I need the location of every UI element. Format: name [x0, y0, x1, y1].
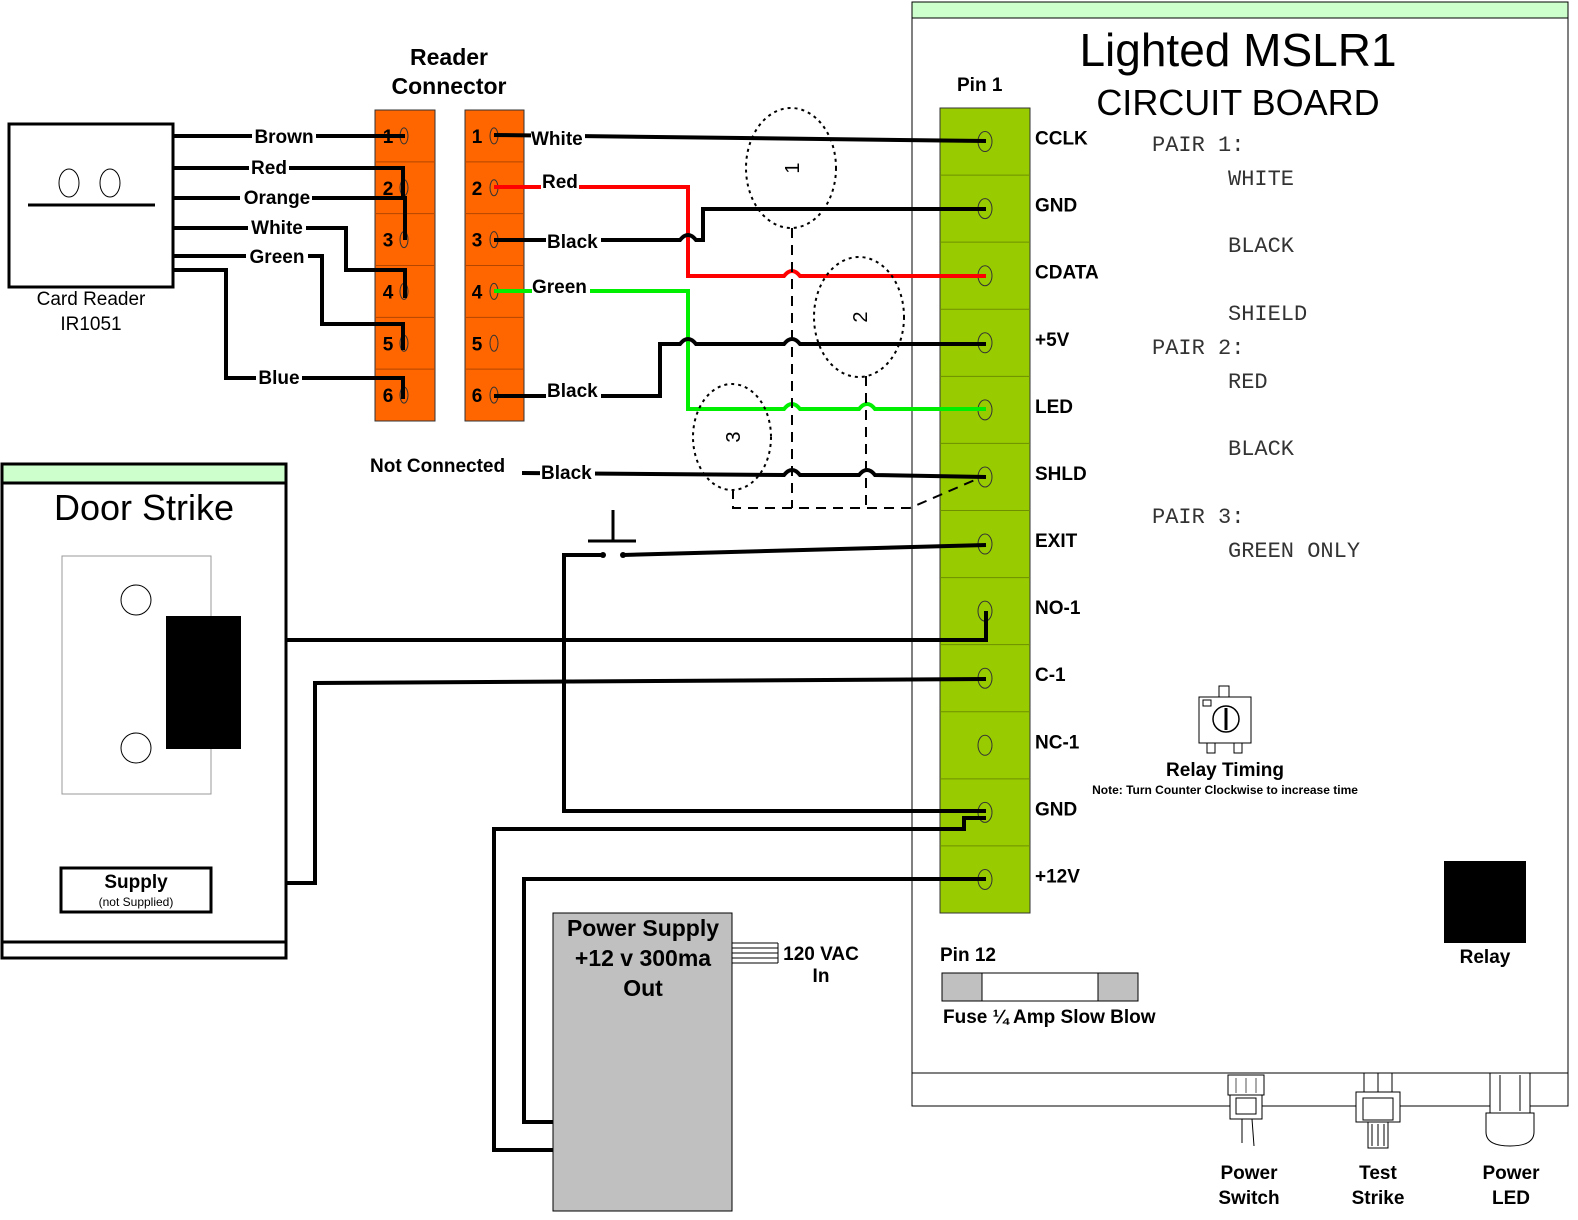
wire-label-brown: Brown — [254, 127, 313, 148]
wire-label-blue: Blue — [258, 368, 299, 389]
terminal-label: NO-1 — [1035, 598, 1081, 619]
connector-left-pin: 6 — [383, 386, 394, 407]
wire-label-white-out: White — [531, 129, 583, 150]
relay-block — [1444, 861, 1526, 943]
terminal-label: CCLK — [1035, 129, 1088, 150]
wire-label-orange: Orange — [244, 188, 311, 209]
card-reader: Card Reader IR1051 — [7, 122, 175, 335]
pair-marker-3: 3 — [723, 431, 745, 442]
fuse-label: Fuse ¼ Amp Slow Blow — [943, 1007, 1156, 1028]
connector-title-2: Connector — [392, 73, 507, 99]
power-supply: Power Supply +12 v 300ma Out 120 VAC In — [552, 912, 859, 1212]
wire-label-black-nc: Black — [541, 463, 592, 484]
ac-label-1: 120 VAC — [783, 944, 859, 965]
board-title: Lighted MSLR1 — [1079, 24, 1396, 76]
relay-label: Relay — [1460, 947, 1511, 968]
board-wires: White Red Black Green Black Not Connecte… — [370, 107, 987, 509]
supply-label: Supply — [104, 872, 168, 893]
test-strike-icon[interactable] — [1355, 1073, 1401, 1149]
card-reader-label-1: Card Reader — [37, 289, 146, 310]
fuse-icon — [941, 972, 1139, 1002]
terminal-label: NC-1 — [1035, 732, 1080, 753]
terminal-label: GND — [1035, 799, 1077, 820]
terminal-label: +12V — [1035, 866, 1080, 887]
test-strike-label-2: Strike — [1352, 1188, 1405, 1209]
not-connected-label: Not Connected — [370, 456, 505, 477]
power-switch-icon[interactable] — [1227, 1074, 1265, 1147]
connector-right-pin: 6 — [472, 386, 483, 407]
door-strike-title: Door Strike — [54, 487, 234, 528]
connector-right-pin: 1 — [472, 127, 483, 148]
connector-right-pin: 2 — [472, 179, 483, 200]
board-subtitle: CIRCUIT BOARD — [1096, 82, 1379, 123]
pair-note: SHIELD — [1228, 302, 1307, 327]
power-led-icon — [1485, 1072, 1535, 1147]
wire-label-green-out: Green — [532, 277, 587, 298]
terminal-label: CDATA — [1035, 263, 1099, 284]
supply-note: (not Supplied) — [99, 895, 174, 909]
terminal-label: C-1 — [1035, 665, 1066, 686]
wire-label-white: White — [251, 218, 303, 239]
connector-right-pin: 3 — [472, 231, 483, 252]
pin1-label: Pin 1 — [957, 75, 1003, 96]
wire-label-black-out: Black — [547, 232, 598, 253]
power-switch-label-1: Power — [1220, 1163, 1278, 1184]
terminal-label: SHLD — [1035, 464, 1087, 485]
wire-label-red-out: Red — [542, 172, 578, 193]
ac-label-2: In — [813, 966, 830, 987]
pair-notes: PAIR 1: WHITE BLACK SHIELD PAIR 2: RED B… — [1152, 133, 1360, 564]
connector-screw-icon — [489, 334, 499, 352]
wire-label-green: Green — [250, 247, 305, 268]
wire-label-red: Red — [251, 158, 287, 179]
relay-timing-label: Relay Timing — [1166, 760, 1284, 781]
pair-note: WHITE — [1228, 167, 1294, 192]
power-supply-line3: Out — [623, 975, 663, 1001]
pair-note: GREEN ONLY — [1228, 539, 1360, 564]
test-strike-label-1: Test — [1359, 1163, 1397, 1184]
wire-label-black-out-6: Black — [547, 381, 598, 402]
pair-note: PAIR 1: — [1152, 133, 1244, 158]
pair-note: PAIR 2: — [1152, 336, 1244, 361]
connector-left-pin: 4 — [383, 282, 394, 303]
power-led-label-2: LED — [1492, 1188, 1530, 1209]
power-led-label-1: Power — [1482, 1163, 1540, 1184]
terminal-block: CCLKGNDCDATA+5VLEDSHLDEXITNO-1C-1NC-1GND… — [939, 107, 1099, 914]
connector-right-pin: 4 — [472, 282, 483, 303]
terminal-label: LED — [1035, 397, 1073, 418]
circuit-board: Lighted MSLR1 CIRCUIT BOARD Pin 1 Pin 12… — [911, 1, 1569, 1209]
reader-wires: Brown Red Orange White Green Blue — [173, 126, 407, 399]
power-supply-line1: Power Supply — [567, 915, 719, 941]
connector-left-pin: 5 — [383, 334, 394, 355]
pair-note: BLACK — [1228, 234, 1295, 259]
pair-note: PAIR 3: — [1152, 505, 1244, 530]
connector-left-pin: 2 — [383, 179, 394, 200]
card-reader-label-2: IR1051 — [60, 314, 121, 335]
pin12-label: Pin 12 — [940, 945, 996, 966]
pair-marker-1: 1 — [782, 162, 804, 173]
power-switch-label-2: Switch — [1218, 1188, 1279, 1209]
pair-marker-2: 2 — [850, 311, 872, 322]
exit-switch[interactable] — [588, 510, 636, 558]
terminal-screw-icon — [977, 734, 993, 756]
power-supply-line2: +12 v 300ma — [575, 945, 711, 971]
connector-left-pin: 3 — [383, 231, 394, 252]
pair-note: RED — [1228, 370, 1268, 395]
relay-timing-note: Note: Turn Counter Clockwise to increase… — [1092, 783, 1358, 797]
pair-note: BLACK — [1228, 437, 1295, 462]
door-strike: Door Strike Supply (not Supplied) — [0, 462, 288, 960]
connector-title-1: Reader — [410, 44, 488, 70]
terminal-label: +5V — [1035, 330, 1070, 351]
potentiometer-icon[interactable] — [1198, 685, 1252, 754]
strike-solenoid — [166, 616, 241, 749]
terminal-label: GND — [1035, 196, 1077, 217]
connector-right-pin: 5 — [472, 334, 483, 355]
terminal-label: EXIT — [1035, 531, 1078, 552]
ac-cord-icon — [732, 942, 779, 964]
